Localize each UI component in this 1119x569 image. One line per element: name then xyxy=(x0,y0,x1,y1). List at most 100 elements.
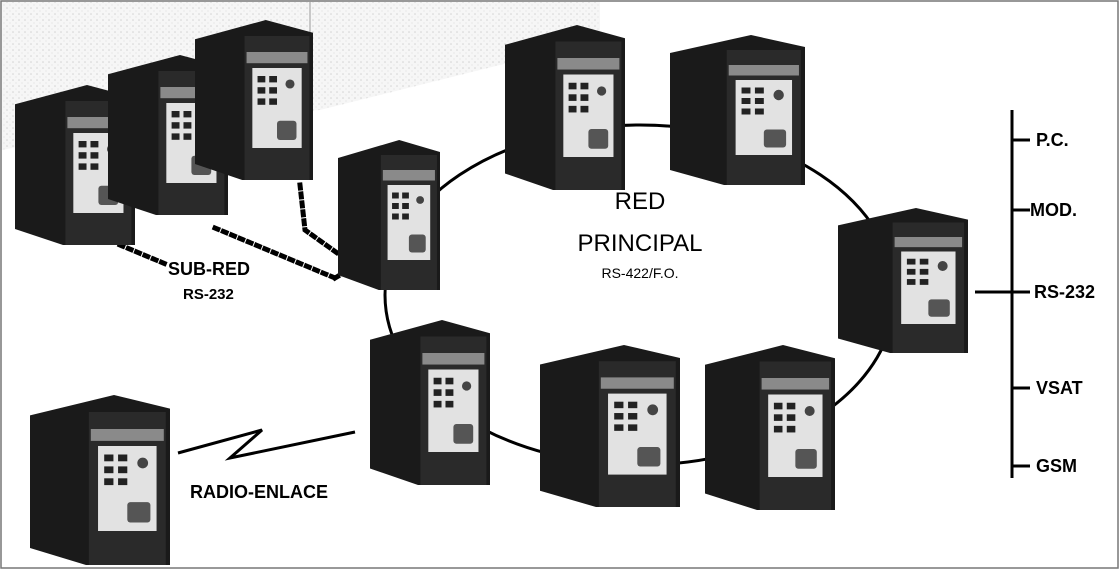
device-led xyxy=(742,109,751,115)
device-led xyxy=(172,122,180,128)
device-led xyxy=(172,133,180,139)
device-led xyxy=(907,279,916,285)
device-led xyxy=(434,401,442,408)
device-led xyxy=(787,426,796,433)
main-network-title: RED xyxy=(575,190,705,214)
main-network-title-2: PRINCIPAL xyxy=(555,232,725,256)
device-led xyxy=(258,76,266,82)
device-led xyxy=(434,389,442,396)
device-led xyxy=(445,401,453,408)
device-led xyxy=(90,152,98,158)
device-led xyxy=(172,111,180,117)
ring-device-bottom-1 xyxy=(540,345,680,507)
device-connector xyxy=(453,424,473,444)
device-knob xyxy=(647,404,658,415)
device-led xyxy=(774,426,783,433)
device-led xyxy=(614,402,623,408)
device-led xyxy=(258,98,266,104)
device-led xyxy=(183,133,191,139)
device-led xyxy=(755,98,764,104)
device-led xyxy=(445,389,453,396)
device-led xyxy=(907,259,916,265)
ring-device-right xyxy=(838,208,968,353)
device-terminals xyxy=(557,58,619,70)
sub-network-title: SUB-RED xyxy=(168,260,250,278)
device-led xyxy=(269,87,277,93)
radio-link-label: RADIO-ENLACE xyxy=(190,483,328,501)
main-network-title-line2: PRINCIPAL xyxy=(555,232,725,256)
device-connector xyxy=(277,121,296,140)
sub-link-3 xyxy=(300,185,340,255)
device-terminals xyxy=(729,65,799,76)
device-led xyxy=(392,193,399,199)
device-led xyxy=(774,414,783,421)
device-led xyxy=(402,193,409,199)
ring-device-top-1 xyxy=(505,25,625,190)
device-led xyxy=(269,98,277,104)
device-led xyxy=(628,402,637,408)
device-led xyxy=(742,98,751,104)
device-led xyxy=(580,94,588,101)
device-knob xyxy=(462,381,471,390)
device-led xyxy=(755,88,764,94)
device-connector xyxy=(409,235,426,253)
device-terminals xyxy=(247,52,308,63)
device-led xyxy=(920,279,929,285)
interface-rs232: RS-232 xyxy=(1034,283,1095,301)
device-terminals xyxy=(383,170,435,181)
device-knob xyxy=(137,458,148,469)
sub-network-subtitle: RS-232 xyxy=(183,287,234,302)
device-led xyxy=(580,83,588,90)
device-led xyxy=(569,83,577,90)
device-led xyxy=(104,466,113,473)
ring-device-bottom-2 xyxy=(705,345,835,510)
device-knob xyxy=(597,86,606,95)
device-knob xyxy=(416,196,424,204)
ring-device-left xyxy=(338,140,440,290)
sub-device-3 xyxy=(195,20,313,180)
device-led xyxy=(104,455,113,462)
device-connector xyxy=(127,502,150,522)
device-led xyxy=(628,413,637,419)
device-terminals xyxy=(895,237,963,247)
device-led xyxy=(392,214,399,220)
device-led xyxy=(90,163,98,169)
device-connector xyxy=(795,449,816,469)
device-led xyxy=(183,111,191,117)
interface-gsm: GSM xyxy=(1036,457,1077,475)
device-led xyxy=(402,214,409,220)
device-connector xyxy=(928,299,949,316)
device-led xyxy=(787,403,796,410)
device-led xyxy=(580,106,588,113)
device-led xyxy=(445,378,453,385)
device-led xyxy=(118,466,127,473)
interface-pc: P.C. xyxy=(1036,131,1069,149)
interface-bus xyxy=(975,110,1030,478)
device-led xyxy=(258,87,266,93)
devices-layer xyxy=(15,20,968,565)
device-led xyxy=(569,94,577,101)
device-led xyxy=(392,203,399,209)
device-knob xyxy=(285,79,294,88)
device-led xyxy=(118,478,127,485)
device-led xyxy=(104,478,113,485)
device-connector xyxy=(764,130,786,148)
device-led xyxy=(90,141,98,147)
sub-link-1 xyxy=(120,245,168,265)
device-connector xyxy=(637,447,660,466)
device-terminals xyxy=(601,377,674,388)
ring-device-bottom-left xyxy=(370,320,490,485)
radio-link-icon xyxy=(178,430,355,458)
device-led xyxy=(920,259,929,265)
device-led xyxy=(614,413,623,419)
device-knob xyxy=(773,90,783,100)
interface-mod: MOD. xyxy=(1030,201,1077,219)
device-led xyxy=(79,152,87,158)
device-led xyxy=(742,88,751,94)
interface-vsat: VSAT xyxy=(1036,379,1083,397)
ring-device-top-2 xyxy=(670,35,805,185)
device-led xyxy=(118,455,127,462)
device-led xyxy=(628,424,637,430)
